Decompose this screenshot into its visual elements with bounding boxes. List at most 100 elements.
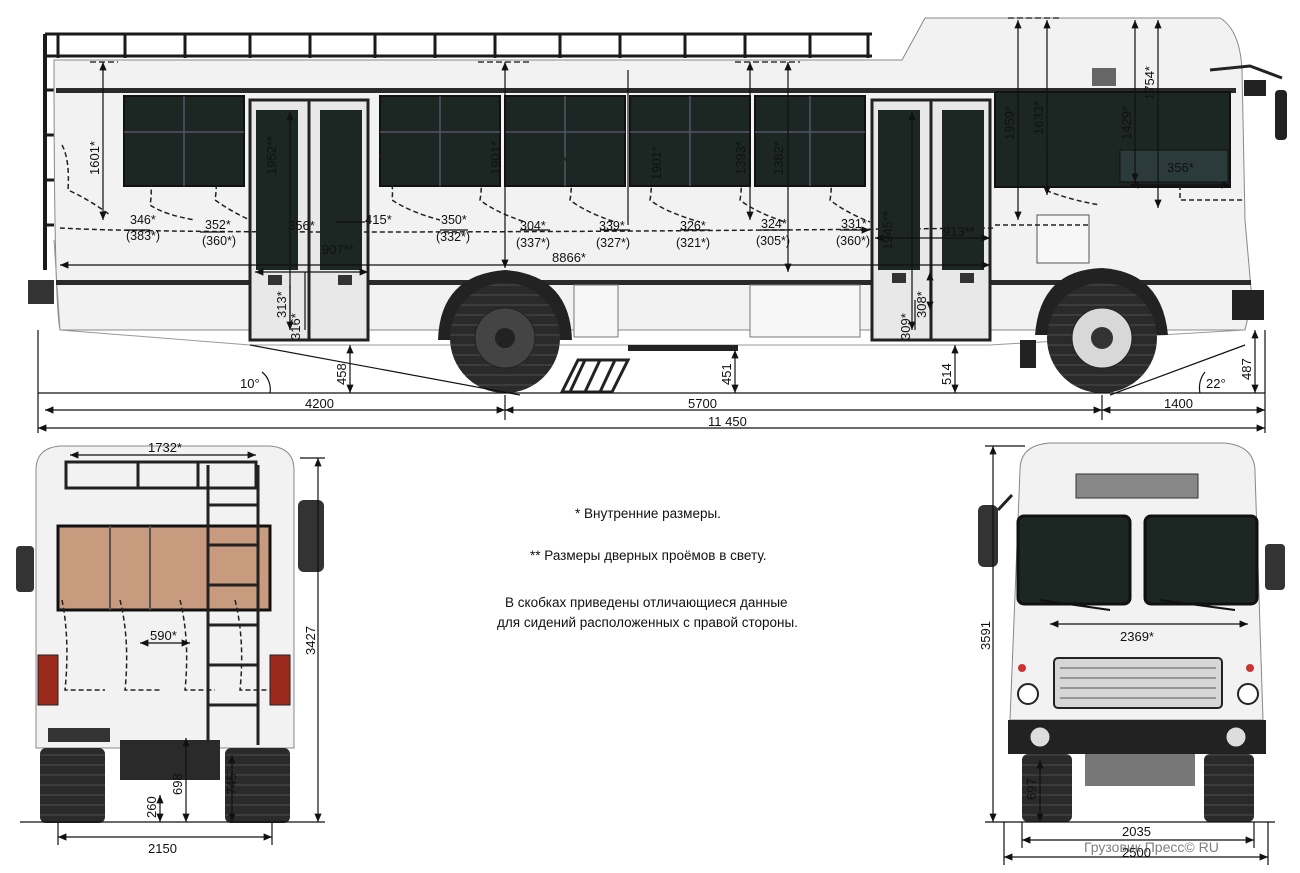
svg-text:339*: 339* xyxy=(599,219,625,233)
svg-text:1952**: 1952** xyxy=(264,136,279,175)
roof-rack xyxy=(43,32,872,270)
front-bumper-view xyxy=(1008,720,1266,754)
rear-wheels-right xyxy=(225,748,290,823)
rear-track: 2150 xyxy=(148,841,177,856)
front-track: 2035 xyxy=(1122,824,1151,839)
front-overhang: 4200 xyxy=(305,396,334,411)
rear-overhang: 1400 xyxy=(1164,396,1193,411)
rear-wheel xyxy=(438,270,572,393)
svg-text:1429*: 1429* xyxy=(1119,106,1134,140)
luggage-hatch-large xyxy=(749,284,861,338)
svg-text:1901*: 1901* xyxy=(488,141,503,175)
boarding-step xyxy=(559,358,631,394)
rear-roof-rack xyxy=(64,460,258,490)
overall-length: 11 450 xyxy=(708,414,747,429)
front-body xyxy=(1009,442,1264,721)
rear-h-745: 745 xyxy=(224,773,239,795)
front-height: 3591 xyxy=(978,621,993,650)
windscreen-right xyxy=(1143,514,1259,606)
rear-aisle: 590* xyxy=(150,628,177,643)
front-int-width: 2369* xyxy=(1120,629,1154,644)
departure-angle: 10° xyxy=(240,376,260,391)
svg-text:326*: 326* xyxy=(680,219,706,233)
svg-text:313*: 313* xyxy=(274,291,289,318)
rear-ladder xyxy=(206,465,260,745)
rear-mirror-left xyxy=(16,546,34,592)
front-mirror-right xyxy=(1265,544,1285,590)
svg-text:1754*: 1754* xyxy=(1142,66,1157,100)
svg-text:458: 458 xyxy=(334,363,349,385)
radiator-grille xyxy=(1053,657,1223,709)
seat-pitch-labels: 346*(383*) 352*(360*) 350*(332*) 304*(33… xyxy=(126,213,870,250)
rear-plate-lights xyxy=(48,728,110,742)
svg-text:1901*: 1901* xyxy=(649,146,664,180)
door2-width: 913** xyxy=(943,224,975,239)
svg-text:316*: 316* xyxy=(288,313,303,340)
rear-roof-width: 1732* xyxy=(148,440,182,455)
svg-text:1382*: 1382* xyxy=(771,141,786,175)
door-front xyxy=(248,98,370,342)
service-hatch xyxy=(1036,214,1090,264)
door1-width: 907** xyxy=(322,242,354,257)
svg-text:(360*): (360*) xyxy=(836,234,870,248)
svg-text:1959*: 1959* xyxy=(1002,106,1017,140)
svg-text:(337*): (337*) xyxy=(516,236,550,250)
svg-text:(332*): (332*) xyxy=(436,230,470,244)
svg-text:(360*): (360*) xyxy=(202,234,236,248)
svg-text:331*: 331* xyxy=(841,217,867,231)
side-view: 11 450 4200 5700 1400 10° 22° 8866* 907*… xyxy=(28,17,1287,433)
svg-text:352*: 352* xyxy=(205,218,231,232)
svg-text:1945**: 1945** xyxy=(880,211,895,250)
front-view: 2369* 3591 697 2035 2500 Грузовик Пресс©… xyxy=(978,442,1285,865)
svg-text:1633*: 1633* xyxy=(1031,101,1046,135)
watermark: Грузовик Пресс© RU xyxy=(1084,839,1219,855)
svg-text:324*: 324* xyxy=(761,217,787,231)
vent-grille xyxy=(1092,68,1116,86)
svg-text:(305*): (305*) xyxy=(756,234,790,248)
rear-height: 3427 xyxy=(303,626,318,655)
svg-text:(321*): (321*) xyxy=(676,236,710,250)
front-bumper xyxy=(1232,290,1264,320)
front-width: 2500 xyxy=(1122,845,1151,860)
belt-line-bottom xyxy=(56,280,1251,285)
side-mirror xyxy=(1275,90,1287,140)
note-brackets-2: для сидений расположенных с правой сторо… xyxy=(497,615,798,630)
svg-text:514: 514 xyxy=(939,363,954,385)
svg-text:1601*: 1601* xyxy=(87,141,102,175)
front-wheel-right xyxy=(1204,754,1254,822)
svg-text:451: 451 xyxy=(719,363,734,385)
svg-text:308*: 308* xyxy=(914,291,929,318)
svg-text:309*: 309* xyxy=(898,313,913,340)
svg-text:304*: 304* xyxy=(520,219,546,233)
svg-text:1393*: 1393* xyxy=(733,141,748,175)
svg-text:(383*): (383*) xyxy=(126,229,160,243)
wheelbase: 5700 xyxy=(688,396,717,411)
svg-text:346*: 346* xyxy=(130,213,156,227)
note-internal: * Внутренние размеры. xyxy=(575,506,721,521)
rear-window xyxy=(56,524,272,612)
vertical-dim-labels: 1601* 1952** 1901* 1901* 1393* 1382* 194… xyxy=(87,66,1254,385)
rear-mirror-right xyxy=(298,500,324,572)
destination-sign xyxy=(1075,473,1199,499)
front-h-697: 697 xyxy=(1024,778,1039,800)
tow-hitch xyxy=(28,280,54,304)
luggage-hatch-small xyxy=(573,284,619,338)
note-door-openings: ** Размеры дверных проёмов в свету. xyxy=(530,548,767,563)
windscreen-width: 356* xyxy=(1167,160,1194,175)
note-brackets-1: В скобках приведены отличающиеся данные xyxy=(505,595,788,610)
rear-wheels-left xyxy=(40,748,105,823)
belt-line-top xyxy=(56,88,1236,93)
gap-415: 415* xyxy=(365,212,392,227)
front-mirror-left xyxy=(978,505,998,567)
windscreen-left xyxy=(1016,514,1132,606)
aisle-width-front: 356* xyxy=(288,218,315,233)
svg-text:(327*): (327*) xyxy=(596,236,630,250)
internal-length: 8866* xyxy=(552,250,586,265)
tail-light-left xyxy=(37,654,59,706)
headlight-right xyxy=(1237,683,1259,705)
headlight-left xyxy=(1017,683,1039,705)
front-wheel xyxy=(1035,268,1168,393)
tail-light-right xyxy=(269,654,291,706)
rear-view: 1732* 590* 2150 3427 698 745 260 xyxy=(16,440,325,856)
